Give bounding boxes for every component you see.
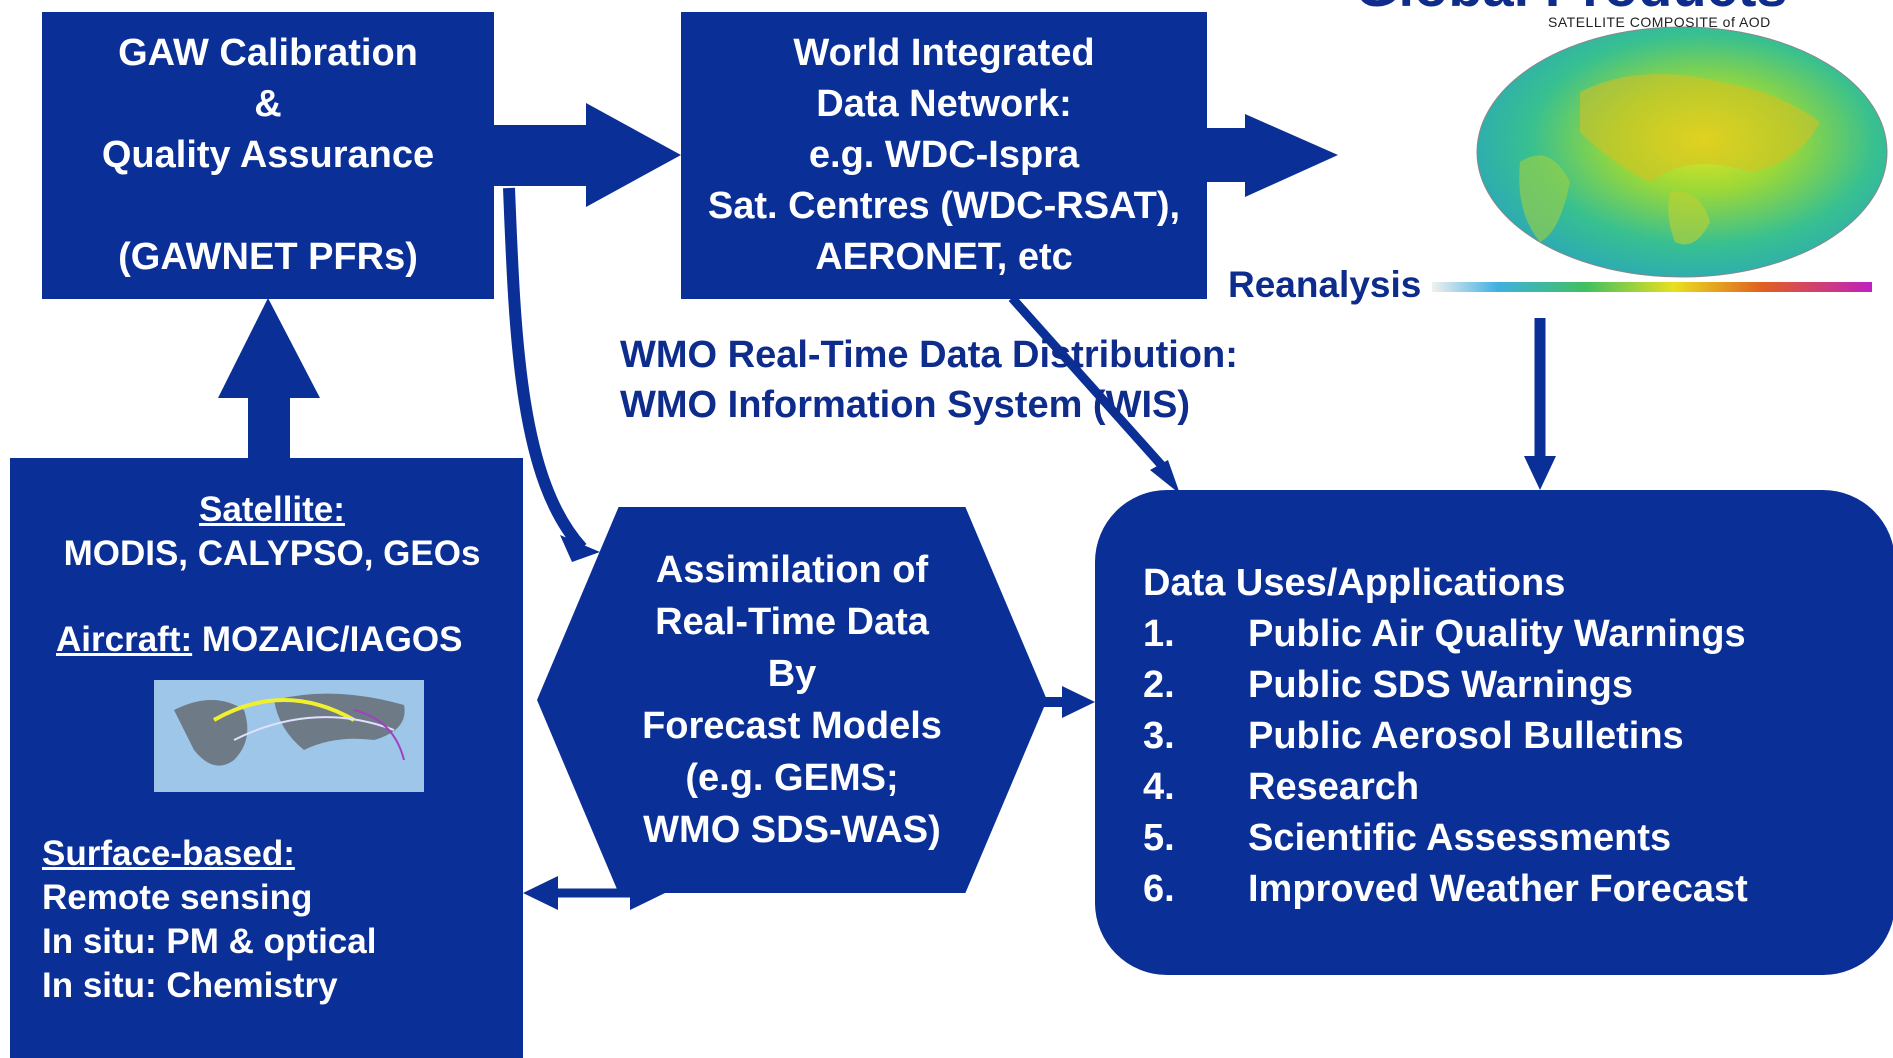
widn-line-3: e.g. WDC-Ispra	[808, 134, 1080, 176]
assimilation-hexagon: Assimilation of Real-Time Data By Foreca…	[537, 507, 1047, 893]
gaw-line-1: GAW Calibration	[118, 32, 418, 74]
uses-item-num: 1.	[1143, 613, 1175, 655]
map-colorbar	[1432, 282, 1872, 292]
aod-satellite-map	[1420, 12, 1890, 312]
uses-item: 6. Improved Weather Forecast	[1143, 864, 1893, 915]
arrowhead-down-to-uses	[1524, 456, 1556, 490]
uses-item-text: Public SDS Warnings	[1248, 664, 1633, 706]
map-caption: SATELLITE COMPOSITE of AOD	[1548, 14, 1771, 30]
gaw-line-2: &	[254, 83, 282, 125]
surface-section: Surface-based: Remote sensing In situ: P…	[42, 832, 523, 1008]
gaw-line-4	[263, 181, 274, 232]
uses-item-num: 2.	[1143, 664, 1175, 706]
uses-item-text: Improved Weather Forecast	[1248, 868, 1748, 910]
map-land-outline-3	[1668, 191, 1710, 245]
uses-item: 1. Public Air Quality Warnings	[1143, 609, 1893, 660]
assim-line-2: Real-Time Data	[655, 601, 929, 643]
uses-item: 4. Research	[1143, 762, 1893, 813]
world-integrated-data-network-box: World Integrated Data Network: e.g. WDC-…	[681, 12, 1207, 299]
gaw-line-3: Quality Assurance	[101, 134, 435, 176]
assim-line-1: Assimilation of	[655, 549, 929, 591]
gaw-calibration-box: GAW Calibration & Quality Assurance (GAW…	[42, 12, 494, 299]
connector-widn-to-uses	[1008, 295, 1168, 471]
widn-line-4: Sat. Centres (WDC-RSAT),	[707, 185, 1181, 227]
aircraft-route-1	[213, 698, 355, 722]
arrow-sources-to-gaw	[218, 298, 320, 458]
uses-item: 3. Public Aerosol Bulletins	[1143, 711, 1893, 762]
wmo-line-2: WMO Information System (WIS)	[620, 384, 1190, 426]
gaw-line-5: (GAWNET PFRs)	[118, 236, 418, 278]
wmo-line-1: WMO Real-Time Data Distribution:	[620, 334, 1238, 376]
aircraft-route-map	[154, 680, 424, 792]
uses-item-text: Research	[1248, 766, 1420, 808]
aircraft-map-land	[174, 693, 405, 766]
widn-line-1: World Integrated	[793, 32, 1095, 74]
uses-item-num: 3.	[1143, 715, 1175, 757]
assim-line-4: Forecast Models	[642, 705, 942, 747]
arrowhead-to-uses-diag	[1150, 460, 1180, 494]
surface-line-1: Remote sensing	[42, 878, 313, 917]
surface-line-2: In situ: PM & optical	[42, 922, 377, 961]
aircraft-route-2	[233, 716, 395, 741]
assim-line-3: By	[767, 653, 817, 695]
arrowhead-hex-to-uses	[1062, 686, 1095, 718]
uses-item-num: 5.	[1143, 817, 1175, 859]
reanalysis-label: Reanalysis	[1228, 264, 1422, 305]
surface-line-3: In situ: Chemistry	[42, 966, 338, 1005]
uses-item-text: Public Air Quality Warnings	[1248, 613, 1746, 655]
satellite-heading: Satellite:	[199, 490, 345, 529]
uses-item-num: 6.	[1143, 868, 1175, 910]
global-products-title: Global Products	[1355, 0, 1788, 15]
uses-item-text: Public Aerosol Bulletins	[1248, 715, 1684, 757]
connector-gaw-to-hexagon	[503, 187, 587, 553]
widn-line-2: Data Network:	[816, 83, 1072, 125]
aircraft-heading: Aircraft:	[56, 620, 193, 659]
satellite-text: MODIS, CALYPSO, GEOs	[63, 534, 481, 573]
satellite-section: Satellite: MODIS, CALYPSO, GEOs	[42, 488, 502, 576]
map-land-outline	[1580, 74, 1820, 182]
arrow-widn-to-global	[1207, 114, 1338, 197]
aircraft-route-3	[353, 709, 405, 761]
assim-line-6: WMO SDS-WAS)	[643, 809, 941, 851]
uses-item-num: 4.	[1143, 766, 1175, 808]
assim-line-5: (e.g. GEMS;	[685, 757, 899, 799]
map-land-outline-2	[1519, 155, 1570, 242]
aircraft-section: Aircraft: MOZAIC/IAGOS	[42, 618, 523, 662]
observation-sources-box: Satellite: MODIS, CALYPSO, GEOs Aircraft…	[10, 458, 523, 1058]
arrow-gaw-to-widn	[494, 103, 681, 207]
wmo-distribution-label: WMO Real-Time Data Distribution: WMO Inf…	[620, 330, 1238, 430]
arrowhead-double-left	[523, 876, 558, 910]
uses-item-text: Scientific Assessments	[1248, 817, 1672, 859]
aircraft-text: MOZAIC/IAGOS	[192, 620, 463, 659]
uses-heading: Data Uses/Applications	[1143, 562, 1566, 604]
uses-item: 2. Public SDS Warnings	[1143, 660, 1893, 711]
surface-heading: Surface-based:	[42, 834, 295, 873]
widn-line-5: AERONET, etc	[815, 236, 1073, 278]
uses-item: 5. Scientific Assessments	[1143, 813, 1893, 864]
data-uses-box: Data Uses/Applications 1. Public Air Qual…	[1095, 490, 1893, 975]
